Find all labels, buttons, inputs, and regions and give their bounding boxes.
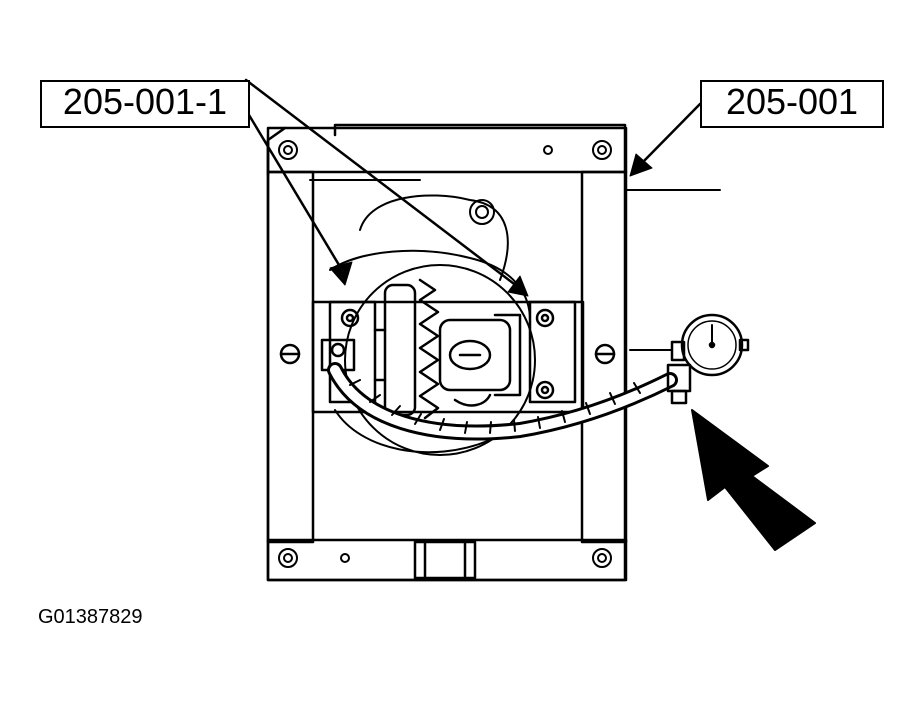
base-plate: [266, 123, 721, 582]
carrier-housing: [309, 179, 536, 456]
callout-left-text: 205-001-1: [62, 81, 228, 122]
dial-indicator-icon: [629, 313, 750, 405]
callout-right-text: 205-001: [725, 81, 859, 122]
callout-leaders: [244, 78, 702, 292]
direction-arrow-icon: [691, 409, 816, 551]
flexible-arm: [327, 362, 678, 441]
callout-label-holding-bars: 205-001-1: [40, 80, 250, 128]
fixture-frame: [266, 126, 628, 582]
differential-gear-icon: [373, 278, 522, 420]
holding-bars: [311, 300, 585, 414]
callout-label-fixture: 205-001: [700, 80, 884, 128]
leader-arrowheads: [329, 153, 653, 297]
figure-id: G01387829: [38, 606, 143, 628]
